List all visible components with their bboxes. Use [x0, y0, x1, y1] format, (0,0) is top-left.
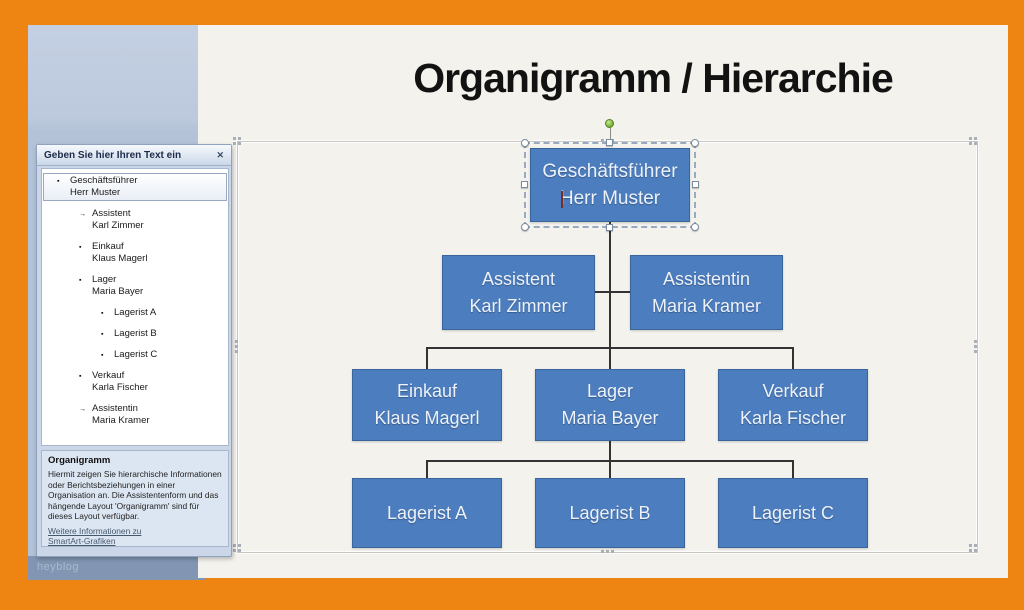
item-person: Maria Bayer — [92, 286, 144, 297]
item-label: Lagerist C — [114, 349, 158, 360]
selection-handle-left[interactable] — [521, 181, 528, 188]
resize-handle-bottom[interactable] — [601, 550, 604, 553]
status-strip: heyblog — [28, 556, 206, 580]
item-label: Assistent — [92, 208, 131, 219]
resize-handle-top[interactable] — [601, 139, 604, 142]
selection-handle-top-right[interactable] — [691, 139, 699, 147]
node-title: Lagerist C — [751, 502, 835, 523]
item-label: Geschäftsführer — [70, 175, 138, 186]
node-title: Assistent — [481, 268, 556, 289]
node-title: Lager — [586, 381, 634, 401]
node-title: Geschäftsführer — [542, 161, 678, 182]
org-node-verkauf[interactable]: Verkauf Karla Fischer — [718, 369, 868, 441]
selection-handle-bottom-right[interactable] — [691, 223, 699, 231]
list-item-lagerist-b[interactable]: ▪ Lagerist B — [43, 326, 227, 342]
bullet-icon: ▪ — [57, 178, 60, 185]
org-node-geschaeftsfuehrer[interactable]: Geschäftsführer Herr Muster — [530, 148, 690, 222]
selection-handle-top[interactable] — [606, 139, 613, 146]
bullet-icon: ▪ — [79, 277, 82, 284]
smartart-text-pane: Geben Sie hier Ihren Text ein ✕ ▪ Geschä… — [36, 144, 232, 557]
text-pane-list: ▪ Geschäftsführer Herr Muster → Assisten… — [41, 168, 229, 446]
selection-handle-bottom[interactable] — [606, 224, 613, 231]
text-pane-title: Geben Sie hier Ihren Text ein — [44, 149, 182, 161]
rotation-handle[interactable] — [605, 119, 614, 128]
item-label: Lager — [92, 274, 117, 285]
org-node-assistent[interactable]: Assistent Karl Zimmer — [442, 255, 595, 330]
org-node-lager[interactable]: Lager Maria Bayer — [535, 369, 685, 441]
org-node-lagerist-a[interactable]: Lagerist A — [352, 478, 502, 548]
watermark-text: heyblog — [37, 561, 80, 573]
layout-info-panel: Organigramm Hiermit zeigen Sie hierarchi… — [41, 450, 229, 547]
assistant-arrow-icon: → — [79, 211, 86, 218]
text-cursor — [561, 191, 563, 208]
list-item-lagerist-a[interactable]: ▪ Lagerist A — [43, 305, 227, 321]
close-icon[interactable]: ✕ — [216, 149, 224, 160]
resize-handle-top-left[interactable] — [233, 137, 236, 140]
node-title: Verkauf — [762, 381, 824, 401]
org-node-einkauf[interactable]: Einkauf Klaus Magerl — [352, 369, 502, 441]
item-label: Lagerist A — [114, 307, 157, 318]
list-item-assistent[interactable]: → Assistent Karl Zimmer — [43, 206, 227, 234]
selection-handle-bottom-left[interactable] — [521, 223, 529, 231]
info-heading: Organigramm — [48, 455, 111, 466]
smartart-graphics-link[interactable]: SmartArt-Grafiken — [48, 536, 116, 546]
resize-handle-top-right[interactable] — [969, 137, 972, 140]
list-item-einkauf[interactable]: ▪ Einkauf Klaus Magerl — [43, 239, 227, 267]
node-person: Karl Zimmer — [469, 295, 568, 316]
selection-handle-right[interactable] — [692, 181, 699, 188]
more-info-link[interactable]: Weitere Informationen zu — [48, 525, 142, 536]
resize-handle-left[interactable] — [235, 340, 238, 343]
selection-handle-top-left[interactable] — [521, 139, 529, 147]
resize-handle-right[interactable] — [974, 340, 977, 343]
item-person: Karl Zimmer — [92, 220, 144, 231]
resize-handle-bottom-right[interactable] — [969, 544, 972, 547]
slide-title: Organigramm / Hierarchie — [413, 55, 894, 101]
assistant-arrow-icon: → — [79, 406, 86, 413]
item-person: Karla Fischer — [92, 382, 148, 393]
item-label: Verkauf — [92, 370, 125, 381]
node-title: Lagerist A — [386, 502, 468, 523]
bullet-icon: ▪ — [101, 352, 104, 359]
node-title: Assistentin — [662, 268, 751, 289]
node-person: Maria Bayer — [561, 408, 659, 428]
list-item-lager[interactable]: ▪ Lager Maria Bayer — [43, 272, 227, 300]
node-person: Karla Fischer — [739, 408, 847, 428]
node-person: Klaus Magerl — [374, 408, 480, 428]
item-person: Klaus Magerl — [92, 253, 148, 264]
resize-handle-bottom-left[interactable] — [233, 544, 236, 547]
node-person: Herr Muster — [559, 188, 661, 209]
bullet-icon: ▪ — [79, 373, 82, 380]
item-label: Lagerist B — [114, 328, 157, 339]
bullet-icon: ▪ — [79, 244, 82, 251]
item-person: Maria Kramer — [92, 415, 150, 426]
node-title: Lagerist B — [569, 502, 651, 523]
list-item-lagerist-c[interactable]: ▪ Lagerist C — [43, 347, 227, 363]
org-node-lagerist-c[interactable]: Lagerist C — [718, 478, 868, 548]
info-body: Hiermit zeigen Sie hierarchische Informa… — [48, 469, 222, 521]
list-item-assistentin[interactable]: → Assistentin Maria Kramer — [43, 401, 227, 429]
item-label: Assistentin — [92, 403, 138, 414]
item-label: Einkauf — [92, 241, 124, 252]
node-title: Einkauf — [396, 381, 458, 401]
list-item-geschaeftsfuehrer[interactable]: ▪ Geschäftsführer Herr Muster — [43, 173, 227, 201]
item-person: Herr Muster — [70, 187, 121, 198]
bullet-icon: ▪ — [101, 331, 104, 338]
node-person: Maria Kramer — [651, 295, 762, 316]
bullet-icon: ▪ — [101, 310, 104, 317]
text-pane-header: Geben Sie hier Ihren Text ein ✕ — [37, 145, 231, 166]
org-node-lagerist-b[interactable]: Lagerist B — [535, 478, 685, 548]
org-node-assistentin[interactable]: Assistentin Maria Kramer — [630, 255, 783, 330]
list-item-verkauf[interactable]: ▪ Verkauf Karla Fischer — [43, 368, 227, 396]
